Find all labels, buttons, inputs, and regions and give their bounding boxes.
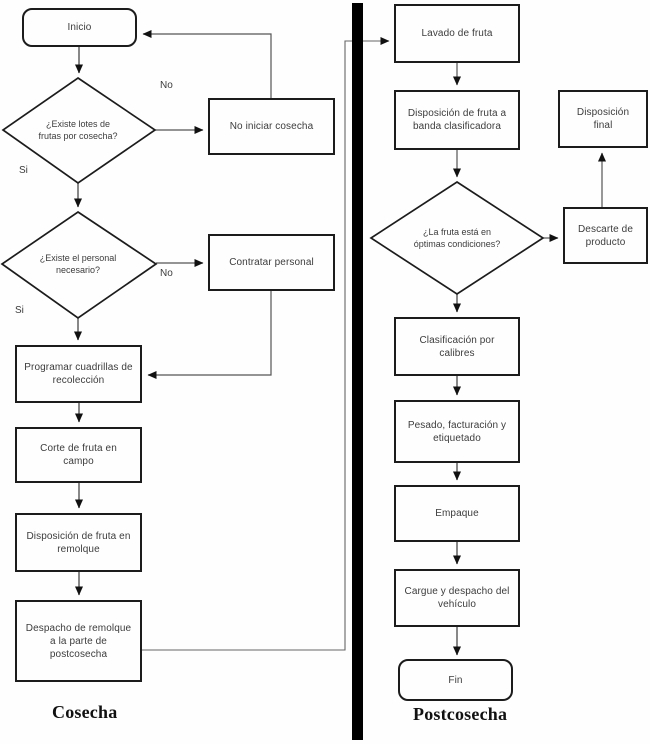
decision-fruta-optima-text: ¿La fruta está en óptimas condiciones?	[413, 226, 501, 249]
node-disposicion-final-label: Disposición final	[576, 107, 630, 131]
node-inicio-label: Inicio	[67, 22, 92, 33]
edge-label-no-1: No	[160, 80, 173, 91]
section-separator-bar	[352, 3, 363, 740]
node-corte-fruta: Corte de fruta en campo	[15, 427, 142, 483]
node-fin-label: Fin	[448, 674, 463, 686]
node-programar-cuadrillas-label: Programar cuadrillas de recolección	[24, 362, 133, 386]
node-disposicion-fruta-remolque-label: Disposición de fruta en remolque	[26, 530, 131, 555]
label-postcosecha: Postcosecha	[413, 704, 508, 724]
node-cargue-despacho-label: Cargue y despacho del vehículo	[404, 586, 510, 610]
node-lavado-fruta: Lavado de fruta	[394, 4, 520, 63]
node-disposicion-banda: Disposición de fruta a banda clasificado…	[394, 90, 520, 150]
node-contratar-personal-label: Contratar personal	[229, 257, 314, 268]
edge-despacho-to-lavado	[142, 37, 390, 651]
node-disposicion-fruta-remolque: Disposición de fruta en remolque	[15, 513, 142, 572]
node-descarte-producto-label: Descarte de producto	[577, 223, 634, 248]
edge-label-si-1: Si	[19, 165, 28, 176]
edge-label-no-2: No	[160, 268, 173, 279]
node-pesado-facturacion: Pesado, facturación y etiquetado	[394, 400, 520, 463]
node-despacho-remolque-label: Despacho de remolque a la parte de postc…	[25, 622, 132, 660]
label-cosecha: Cosecha	[52, 702, 118, 722]
decision-existe-personal-text: ¿Existe el personal necesario?	[39, 252, 117, 275]
node-clasificacion-calibres-label: Clasificación por calibres	[419, 334, 495, 359]
node-pesado-facturacion-label: Pesado, facturación y etiquetado	[407, 419, 507, 444]
node-programar-cuadrillas: Programar cuadrillas de recolección	[15, 345, 142, 403]
node-empaque: Empaque	[394, 485, 520, 542]
node-contratar-personal: Contratar personal	[208, 234, 335, 291]
decision-diamond-existe-lotes	[1, 76, 157, 185]
node-cargue-despacho: Cargue y despacho del vehículo	[394, 569, 520, 627]
edge-noiniciar-to-inicio	[142, 30, 272, 98]
node-disposicion-banda-label: Disposición de fruta a banda clasificado…	[407, 108, 507, 132]
node-despacho-remolque: Despacho de remolque a la parte de postc…	[15, 600, 142, 682]
node-fin: Fin	[398, 659, 513, 701]
node-no-iniciar-cosecha-label: No iniciar cosecha	[229, 121, 314, 132]
edge-label-si-2: Si	[15, 305, 24, 316]
node-clasificacion-calibres: Clasificación por calibres	[394, 317, 520, 376]
node-descarte-producto: Descarte de producto	[563, 207, 648, 264]
edge-contratar-to-programar	[147, 291, 272, 379]
node-corte-fruta-label: Corte de fruta en campo	[40, 443, 117, 467]
node-no-iniciar-cosecha: No iniciar cosecha	[208, 98, 335, 155]
decision-diamond-existe-personal	[0, 210, 158, 320]
node-inicio: Inicio	[22, 8, 137, 47]
decision-diamond-fruta-optima	[369, 180, 545, 296]
decision-existe-lotes-text: ¿Existe lotes de frutas por cosecha?	[38, 118, 118, 141]
node-lavado-fruta-label: Lavado de fruta	[421, 28, 493, 39]
node-empaque-label: Empaque	[435, 508, 479, 519]
node-disposicion-final: Disposición final	[558, 90, 648, 148]
